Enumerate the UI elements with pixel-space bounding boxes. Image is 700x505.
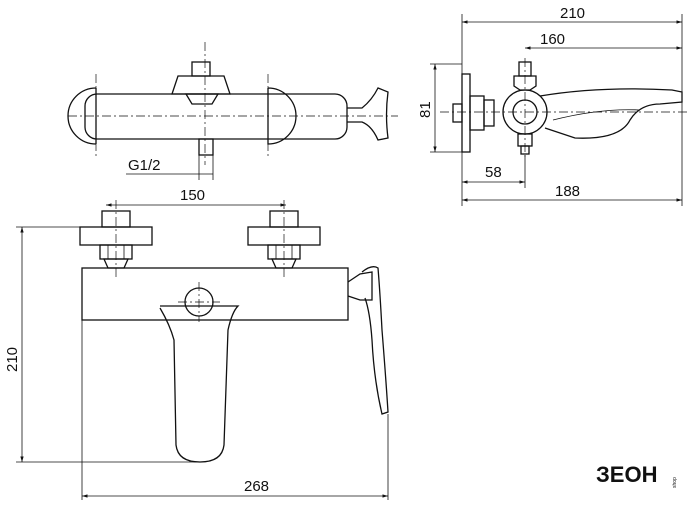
right-flange: [267, 87, 297, 145]
logo-suffix: shop: [672, 477, 678, 488]
logo-text: ЗЕОН: [596, 462, 657, 487]
dim-inlet-offset: 58: [485, 164, 502, 181]
side-spout: [539, 88, 683, 139]
side-view: 210 160 81 58 188: [417, 5, 690, 206]
dim-height-81: 81: [417, 101, 434, 118]
dim-center-distance: 150: [180, 187, 205, 204]
front-body: [81, 267, 349, 321]
dim-depth: 188: [555, 183, 580, 200]
top-view: G1/2 150: [67, 42, 398, 207]
dim-total-length: 210: [560, 5, 585, 22]
dim-spout-length: 160: [540, 31, 565, 48]
front-view: 210 268: [4, 200, 389, 500]
side-top-knob: [513, 75, 537, 91]
thread-label: G1/2: [128, 157, 161, 174]
dim-front-width: 268: [244, 478, 269, 495]
top-body: [84, 93, 348, 140]
front-spout: [159, 305, 240, 463]
top-lever-handle: [347, 87, 389, 141]
dim-front-height: 210: [4, 347, 21, 372]
top-outlet-stub: [198, 138, 214, 156]
front-lever-handle: [361, 266, 389, 415]
top-diverter-knob: [171, 75, 231, 95]
side-wall-flange: [461, 73, 471, 153]
brand-logo: ЗЕОН shop: [596, 462, 678, 488]
